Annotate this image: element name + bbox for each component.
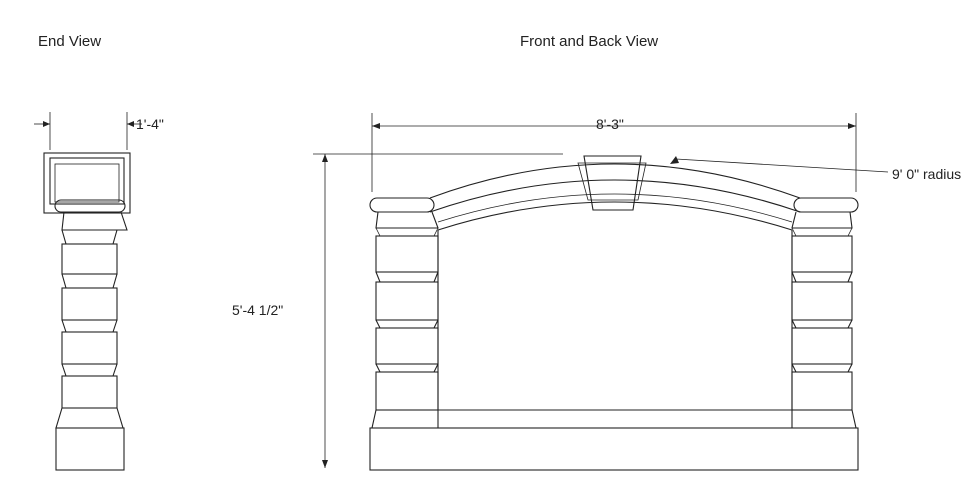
front-width-dimension-label: 8'-3" — [596, 116, 624, 132]
front-back-view-title: Front and Back View — [520, 33, 659, 50]
end-width-dimension-label: 1'-4" — [136, 116, 164, 132]
end-view-column — [34, 112, 142, 471]
radius-dimension-label: 9' 0" radius — [892, 166, 962, 182]
end-view-title: End View — [38, 33, 102, 50]
height-dimension-label: 5'-4 1/2" — [232, 302, 284, 318]
front-view-gate — [313, 113, 889, 471]
